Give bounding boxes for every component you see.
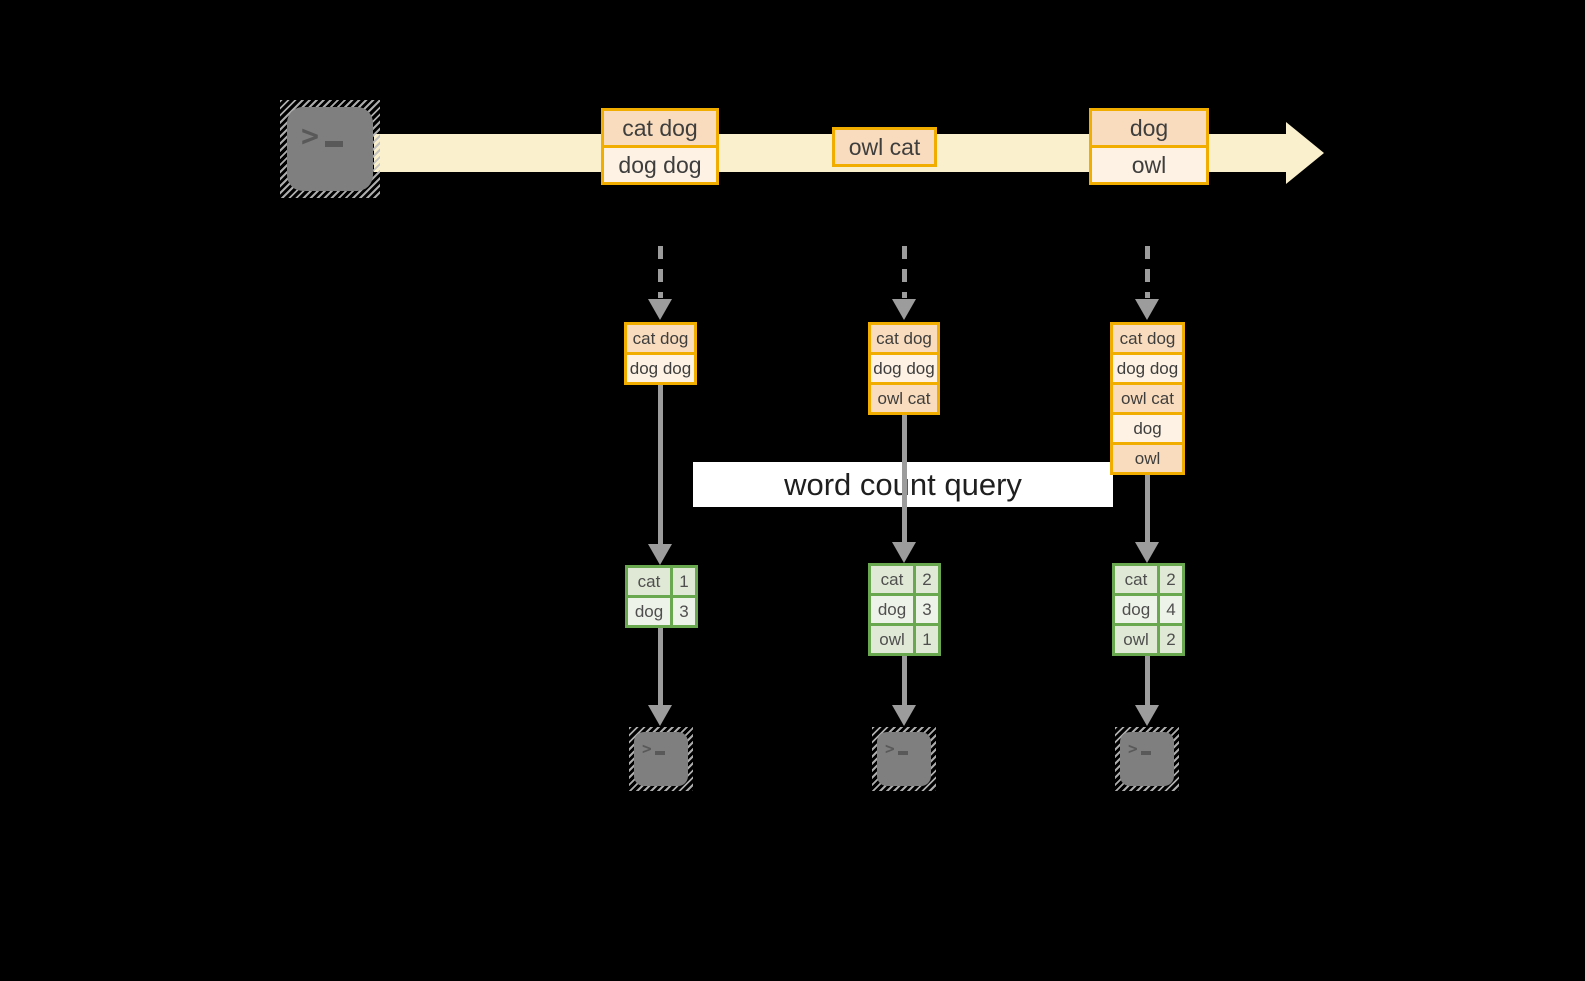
connector-line (1145, 475, 1150, 543)
count-cell: 2 (1160, 626, 1182, 653)
terminal-cursor-icon (1140, 751, 1151, 755)
word-cell: owl (871, 626, 913, 653)
message-box: cat dog (871, 325, 937, 352)
message-box: owl cat (1113, 385, 1182, 412)
arrowhead-down-icon (1135, 542, 1159, 563)
arrowhead-down-icon (648, 299, 672, 320)
count-cell: 1 (673, 568, 695, 595)
terminal-icon: > (634, 732, 688, 786)
terminal-source-icon: > (280, 100, 380, 198)
terminal-icon: > (877, 732, 931, 786)
word-count-table-1: cat 1 dog 3 (625, 565, 698, 628)
message-box: dog dog (1113, 355, 1182, 382)
arrowhead-down-icon (1135, 299, 1159, 320)
stream-arrowhead (1286, 122, 1324, 184)
dashed-connector (1145, 246, 1150, 298)
terminal-icon: > (1120, 732, 1174, 786)
micro-batch-1: cat dog dog dog (624, 322, 697, 385)
message-box: owl cat (871, 385, 937, 412)
word-cell: cat (628, 568, 670, 595)
word-cell: owl (1115, 626, 1157, 653)
message-box: cat dog (604, 111, 716, 145)
count-cell: 3 (673, 598, 695, 625)
message-box: owl (1092, 148, 1206, 182)
arrowhead-down-icon (892, 299, 916, 320)
message-box: owl (1113, 445, 1182, 472)
word-cell: dog (1115, 596, 1157, 623)
word-cell: cat (871, 566, 913, 593)
connector-line (658, 628, 663, 706)
terminal-sink-icon: > (1115, 727, 1179, 791)
terminal-prompt-icon: > (1128, 739, 1138, 758)
dashed-connector (658, 246, 663, 298)
message-box: dog dog (604, 148, 716, 182)
terminal-sink-icon: > (629, 727, 693, 791)
terminal-cursor-icon (897, 751, 908, 755)
arrowhead-down-icon (892, 705, 916, 726)
micro-batch-2: cat dog dog dog owl cat (868, 322, 940, 415)
terminal-sink-icon: > (872, 727, 936, 791)
dashed-connector (902, 246, 907, 298)
count-cell: 1 (916, 626, 938, 653)
terminal-cursor-icon (654, 751, 665, 755)
count-cell: 2 (1160, 566, 1182, 593)
message-box: owl cat (835, 130, 934, 164)
count-cell: 2 (916, 566, 938, 593)
terminal-prompt-icon: > (642, 739, 652, 758)
arrowhead-down-icon (892, 542, 916, 563)
count-cell: 4 (1160, 596, 1182, 623)
message-box: dog dog (627, 355, 694, 382)
connector-line (1145, 656, 1150, 706)
arrowhead-down-icon (1135, 705, 1159, 726)
terminal-cursor-icon (325, 141, 344, 147)
stream-batch-2: owl cat (832, 127, 937, 167)
word-cell: dog (628, 598, 670, 625)
terminal-icon: > (287, 107, 373, 191)
word-cell: dog (871, 596, 913, 623)
message-box: cat dog (1113, 325, 1182, 352)
stream-batch-3: dog owl (1089, 108, 1209, 185)
arrowhead-down-icon (648, 705, 672, 726)
stream-batch-1: cat dog dog dog (601, 108, 719, 185)
word-count-table-3: cat 2 dog 4 owl 2 (1112, 563, 1185, 656)
connector-line (902, 415, 907, 543)
word-count-table-2: cat 2 dog 3 owl 1 (868, 563, 941, 656)
terminal-prompt-icon: > (301, 119, 320, 154)
micro-batch-3: cat dog dog dog owl cat dog owl (1110, 322, 1185, 475)
message-box: dog (1113, 415, 1182, 442)
connector-line (902, 656, 907, 706)
message-box: dog dog (871, 355, 937, 382)
arrowhead-down-icon (648, 544, 672, 565)
connector-line (658, 385, 663, 545)
count-cell: 3 (916, 596, 938, 623)
terminal-prompt-icon: > (885, 739, 895, 758)
word-cell: cat (1115, 566, 1157, 593)
message-box: dog (1092, 111, 1206, 145)
message-box: cat dog (627, 325, 694, 352)
